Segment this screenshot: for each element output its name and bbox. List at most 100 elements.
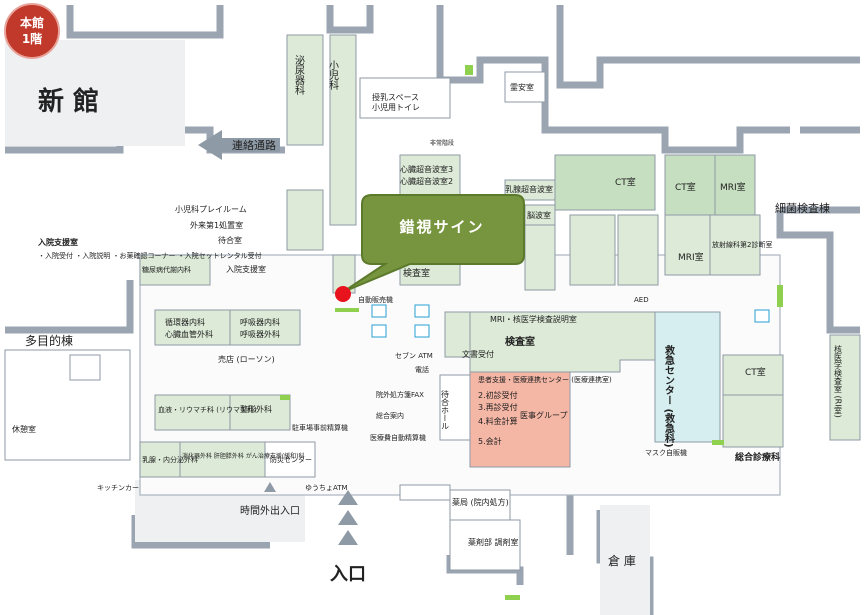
label-pharmacy: 薬局 (院内処方) — [452, 497, 509, 507]
label-doc-recv: 文書受付 — [462, 349, 494, 359]
entrance-night-label: 時間外出入口 — [240, 504, 300, 517]
room-rheum — [154, 394, 231, 431]
label-kids-toilet: 小児用トイレ — [372, 103, 420, 112]
room-mri1 — [714, 154, 756, 216]
label-cashier-mach: 医療費自動精算機 — [370, 433, 426, 442]
room-breast — [139, 441, 181, 478]
label-seven: セブン ATM — [395, 351, 433, 360]
building-new-label: 新 館 — [38, 86, 99, 117]
entrance-main-label: 入口 — [330, 564, 366, 585]
label-ct2: CT室 — [675, 181, 696, 193]
label-rheum: 血液・リウマチ科 (リウマチ科) — [158, 405, 257, 414]
label-heart-us3: 心臓超音波室3 — [400, 164, 453, 174]
label-hall: 待合ホール — [441, 389, 450, 430]
label-nursing: 授乳スペース — [372, 92, 419, 102]
building-warehouse-label: 倉 庫 — [608, 553, 636, 568]
room-rad — [709, 214, 761, 276]
label-waiting: 待合室 — [218, 235, 242, 245]
floor-badge: 本館 1階 — [4, 3, 60, 59]
label-rest: 休憩室 — [12, 424, 36, 434]
label-out-pres: 院外処方箋FAX — [376, 390, 424, 399]
room-ct1 — [554, 154, 656, 211]
label-brainwave: 脳波室 — [527, 210, 551, 220]
room-diabetes — [139, 254, 211, 286]
label-resp-in: 呼吸器内科 — [240, 317, 280, 327]
label-phone: 電話 — [415, 365, 429, 374]
label-spirit: 霊安室 — [510, 82, 534, 92]
label-digest: 消化器外科 肝胆膵外科 がん治療支援(緩和)科 — [182, 452, 305, 460]
label-recv-first: 2.初診受付 — [478, 390, 518, 400]
label-admit-notes: ・入院受付 ・入院説明 ・お薬確認コーナー ・入院セットレンタル受付 — [38, 251, 262, 260]
label-emergency-stair: 非常階段 — [430, 139, 454, 147]
label-disaster: 防災センター — [270, 455, 312, 464]
room-hall — [439, 374, 471, 441]
label-ct3: CT室 — [745, 366, 766, 378]
label-shop: 売店 (ローソン) — [218, 354, 275, 364]
label-diabetes: 糖尿病代謝内科 — [142, 265, 191, 274]
room-nursing — [359, 77, 451, 119]
label-lab-exam: 検査室 — [403, 267, 430, 279]
room-ct3 — [722, 354, 784, 396]
label-resp-out: 呼吸器外科 — [240, 329, 280, 339]
label-cardio-hv: 心臓血管外科 — [165, 329, 213, 339]
multi-building — [4, 349, 131, 461]
label-ct1: CT室 — [615, 176, 636, 188]
room-nuclear — [829, 334, 861, 441]
room-disaster — [264, 441, 316, 478]
label-mri2: MRI室 — [678, 251, 704, 263]
entrance-arrows — [198, 130, 358, 545]
room-blood — [332, 254, 356, 294]
label-emergency: 救急センター (救急科) — [663, 344, 675, 448]
label-parking: 駐車場事前精算機 — [292, 423, 348, 432]
label-pediatrics: 小児科 — [327, 60, 339, 91]
room-cardio — [154, 309, 231, 346]
label-exam: 検査室 — [505, 335, 535, 348]
label-calc: 4.料金計算 — [478, 416, 518, 426]
room-general-med — [722, 394, 784, 448]
label-admit: 入院支援室 — [226, 264, 266, 274]
room-ecg — [524, 224, 556, 291]
room-theory — [69, 354, 101, 381]
building-bact-label: 細菌検査棟 — [775, 201, 830, 215]
room-resp — [229, 309, 301, 346]
building-multi-label: 多目的棟 — [25, 333, 73, 348]
room-xray2 — [617, 214, 659, 286]
label-breast: 乳腺・内分泌外科 — [142, 455, 198, 464]
label-vending: 自動販売機 — [358, 295, 393, 304]
label-nuclear: 核医学検査室 (RI室) — [834, 344, 843, 418]
room-drug — [449, 519, 521, 571]
label-general-med: 総合診療科 — [735, 451, 780, 463]
label-urology: 泌尿器科 — [293, 54, 305, 96]
label-kitchen: キッチンカー — [97, 484, 139, 492]
room-mri2 — [664, 214, 711, 276]
label-drug: 薬剤部 調剤室 — [468, 537, 519, 547]
room-pharmacy — [449, 489, 511, 521]
label-pay: 5.会計 — [478, 436, 502, 446]
label-cardio: 循環器内科 — [165, 317, 205, 327]
room-sample2 — [399, 484, 451, 501]
elevators — [371, 304, 770, 338]
floor-badge-floor: 1階 — [21, 32, 43, 46]
label-heart-us2: 心臓超音波室2 — [400, 176, 453, 186]
floor-badge-building: 本館 — [19, 16, 44, 30]
label-mri-desc: MRI・核医学検査説明室 — [490, 314, 577, 324]
label-general: 総合案内 — [376, 411, 404, 420]
label-breast-us: 乳腺超音波室 — [505, 184, 553, 194]
room-sample — [444, 311, 471, 358]
room-emergency — [654, 311, 721, 443]
corridor-label: 連絡通路 — [232, 138, 276, 152]
label-mri1: MRI室 — [720, 181, 746, 193]
label-recv-re: 3.再診受付 — [478, 402, 518, 412]
label-ortho: 整形外科 — [240, 404, 272, 414]
room-ortho — [229, 394, 291, 431]
room-urology — [286, 34, 324, 146]
callout-label: 錯視サイン — [399, 217, 485, 236]
label-medic-support: 患者支援・医療連携センター (医療連携室) — [478, 375, 612, 384]
label-admit-center: 入院支援室 — [37, 237, 78, 247]
label-yucho: ゆうちょATM — [305, 484, 348, 492]
label-aed: AED — [634, 296, 649, 304]
label-rad: 放射線科第2診断室 — [712, 240, 772, 249]
label-medic-group: 医事グループ — [520, 410, 568, 420]
label-out-first: 外来第1処置室 — [190, 220, 243, 230]
